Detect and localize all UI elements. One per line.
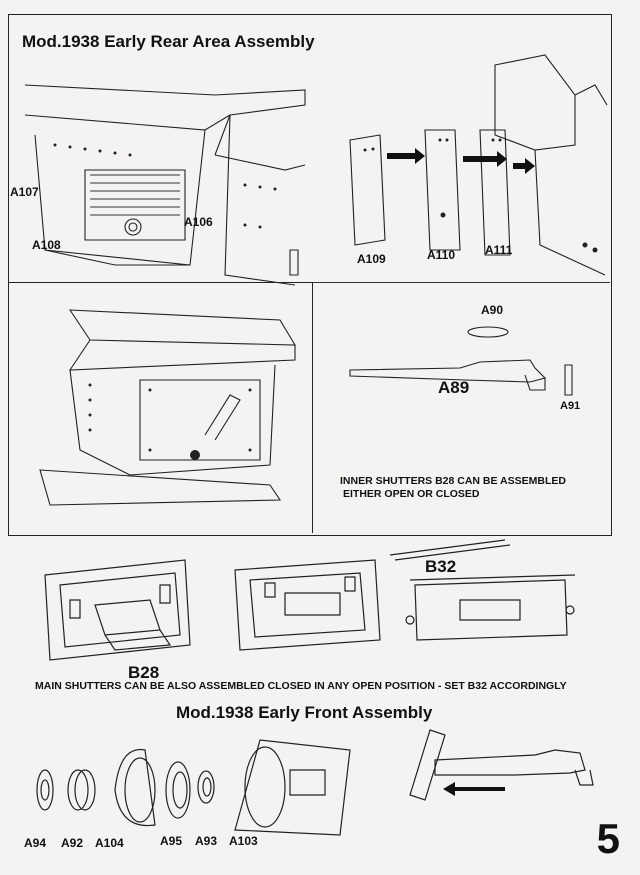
- shutter-b28-closed-drawing: [230, 555, 385, 655]
- front-parts-drawing: [30, 735, 360, 835]
- label-a92: A92: [61, 836, 84, 850]
- plates-sequence-drawing: [345, 45, 610, 275]
- label-a90: A90: [481, 303, 504, 317]
- label-a104: A104: [95, 836, 124, 850]
- note-inner-shutters-line1: INNER SHUTTERS B28 CAN BE ASSEMBLED: [340, 475, 566, 487]
- label-a108: A108: [32, 238, 61, 252]
- label-a111: A111: [485, 243, 513, 257]
- label-a109: A109: [357, 252, 386, 266]
- hull-rear-drawing: [15, 75, 310, 285]
- label-a95: A95: [160, 834, 183, 848]
- label-b28: B28: [128, 663, 160, 682]
- label-a106: A106: [184, 215, 213, 229]
- machine-gun-drawing: [350, 320, 590, 400]
- label-a91: A91: [560, 400, 581, 412]
- divider-horizontal: [312, 282, 610, 283]
- label-a93: A93: [195, 834, 218, 848]
- note-main-shutters: MAIN SHUTTERS CAN BE ALSO ASSEMBLED CLOS…: [35, 680, 567, 692]
- front-assembly-title: Mod.1938 Early Front Assembly: [176, 703, 433, 722]
- note-inner-shutters-line2: EITHER OPEN OR CLOSED: [343, 488, 480, 500]
- label-a110: A110: [427, 248, 456, 262]
- rear-detail-box: [8, 282, 313, 533]
- shutter-b32-drawing: [385, 535, 585, 650]
- shutter-b28-open-drawing: [40, 555, 195, 665]
- label-b32: B32: [425, 557, 457, 576]
- rear-detail-drawing: [30, 300, 305, 520]
- rear-assembly-title: Mod.1938 Early Rear Area Assembly: [22, 32, 315, 51]
- label-a103: A103: [229, 834, 258, 848]
- label-a107: A107: [10, 185, 39, 199]
- label-a89: A89: [438, 378, 470, 397]
- rear-assembly-frame: [8, 14, 612, 536]
- label-a94: A94: [24, 836, 47, 850]
- front-gun-mount-drawing: [395, 725, 605, 805]
- page-number: 5: [596, 815, 620, 862]
